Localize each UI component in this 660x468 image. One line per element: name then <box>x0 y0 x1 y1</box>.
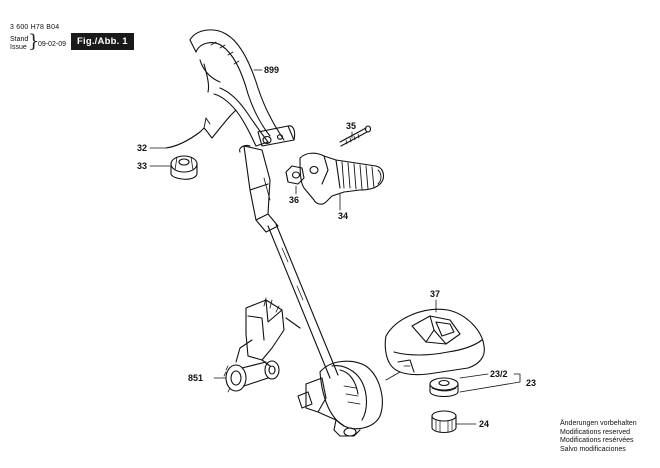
modification-notes: Änderungen vorbehalten Modifications res… <box>560 420 637 454</box>
handle-assembly-899 <box>189 29 296 233</box>
nut-33 <box>170 155 198 180</box>
part-label-23: 23 <box>526 378 536 388</box>
stand-label: Stand <box>10 36 29 43</box>
issue-date: 09-02-09 <box>38 41 67 48</box>
motor-housing <box>297 360 383 437</box>
note-en: Modifications reserved <box>560 428 631 436</box>
nut-36 <box>285 165 305 185</box>
cable-32 <box>165 109 237 149</box>
part-label-32: 32 <box>137 143 147 153</box>
shaft <box>267 223 339 379</box>
note-de: Änderungen vorbehalten <box>560 420 637 427</box>
aux-handle-34 <box>299 152 385 205</box>
part-label-24: 24 <box>479 419 489 429</box>
stand-issue-labels: Stand Issue <box>10 36 28 52</box>
guard-37 <box>384 308 485 376</box>
note-fr: Modifications resérvées <box>560 437 634 445</box>
spool-cap-24 <box>431 410 457 434</box>
part-label-23-2: 23/2 <box>490 369 508 379</box>
leader-lines <box>149 69 521 425</box>
part-labels: 899 35 32 33 36 34 37 851 23/2 23 24 <box>137 65 536 429</box>
brace-glyph: } <box>28 31 40 52</box>
part-label-851: 851 <box>188 373 203 383</box>
part-label-33: 33 <box>137 161 147 171</box>
spool-23 <box>429 377 459 398</box>
document-number: 3 600 H78 B04 <box>10 24 60 31</box>
issue-label: Issue <box>10 44 27 51</box>
figure-label: Fig./Abb. 1 <box>71 33 134 50</box>
screw-35 <box>339 125 372 147</box>
part-label-35: 35 <box>346 121 356 131</box>
part-label-34: 34 <box>338 211 348 221</box>
note-es: Salvo modificaciones <box>560 445 626 453</box>
part-label-36: 36 <box>289 195 299 205</box>
part-label-899: 899 <box>264 65 279 75</box>
wheel-guide-851 <box>223 297 301 393</box>
part-label-37: 37 <box>430 289 440 299</box>
